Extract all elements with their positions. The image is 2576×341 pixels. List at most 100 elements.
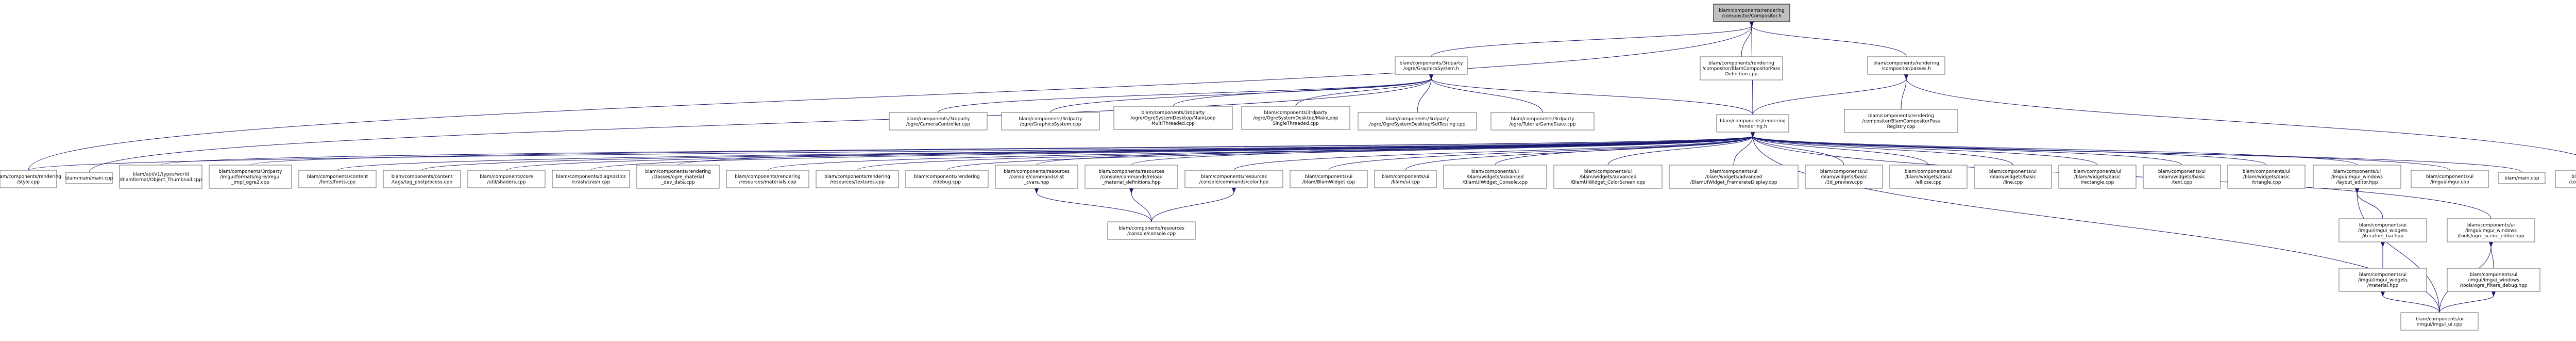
node-camctl[interactable]: blam/components/3rdparty/ogre/CameraCont… [889, 112, 988, 131]
node-box [1084, 165, 1178, 189]
node-shaders[interactable]: blam/components/core/util/shaders.cpp [467, 170, 546, 188]
node-label: /compositor/passes/image.cpp [2569, 180, 2576, 185]
node-sdlmain[interactable]: blam/components/3rdparty/ogre/OgreSystem… [1113, 106, 1233, 130]
node-adv1[interactable]: blam/components/ui/blam/widgets/advanced… [1443, 165, 1547, 189]
node-ellipse[interactable]: blam/components/ui/blam/widgets/basic/el… [1889, 165, 1968, 189]
node-label: /line.cpp [2003, 180, 2023, 185]
node-widget[interactable]: blam/components/ui/blam/BlamWidget.cpp [1290, 170, 1368, 188]
edge-imguiwin3-imguiwin5 [2491, 246, 2494, 269]
node-label: /triangle.cpp [2252, 180, 2281, 185]
edge-rendering-rect [1753, 136, 2098, 166]
node-label: blam/components/3rdparty [1264, 110, 1328, 116]
node-uiframe[interactable]: blam/components/ui/blam/ui.cpp [1374, 170, 1437, 188]
node-postproc[interactable]: blam/components/content/tags/tag_postpro… [383, 170, 461, 188]
node-box [1107, 221, 1196, 240]
node-material[interactable]: blam/components/rendering/classes/ogre_m… [636, 165, 720, 189]
node-adv3[interactable]: blam/components/ui/blam/widgets/advanced… [1669, 165, 1799, 189]
node-restex[interactable]: blam/components/rendering/resources/text… [816, 170, 899, 188]
node-label: Registry.cpp [1887, 124, 1916, 129]
node-imguiwin1[interactable]: blam/components/ui/imgui/imgui_windows/l… [2313, 165, 2401, 189]
node-label: blam/components/3rdparty [1019, 117, 1083, 122]
node-box [1553, 165, 1663, 189]
node-box [2313, 165, 2401, 189]
node-conscmdlist[interactable]: blam/components/resources/console/comman… [995, 165, 1078, 189]
node-content[interactable]: blam/components/content/fonts/fonts.cpp [298, 170, 377, 188]
node-imguiwin5[interactable]: blam/components/ui/imgui/imgui_windows/t… [2447, 268, 2540, 292]
edge-conscmdcol-conscpp [1151, 192, 1234, 222]
node-tri[interactable]: blam/components/ui/blam/widgets/basic/tr… [2227, 165, 2306, 189]
node-label: blam/components/ui [2333, 169, 2381, 174]
node-registry[interactable]: blam/components/rendering/compositor/Bla… [1844, 109, 1958, 133]
node-label: /blam/widgets/basic [1905, 175, 1952, 180]
node-box [209, 165, 292, 189]
node-sdlsingle[interactable]: blam/components/3rdparty/ogre/OgreSystem… [1241, 106, 1350, 130]
node-box [1290, 170, 1368, 188]
node-conscmdcol[interactable]: blam/components/resources/console/comman… [1184, 170, 1283, 188]
node-label: /tools/ogre_filters_debug.hpp [2460, 283, 2527, 288]
node-label: /imgui/imgui_windows [2465, 229, 2517, 234]
node-line[interactable]: blam/components/ui/blam/widgets/basic/li… [1974, 165, 2052, 189]
node-box [2143, 165, 2221, 189]
node-text[interactable]: blam/components/ui/blam/widgets/basic/te… [2143, 165, 2221, 189]
node-label: /rectangle.cpp [2081, 180, 2114, 185]
edge-rendering-imguiogre [250, 136, 1753, 166]
node-passh[interactable]: blam/components/rendering/compositor/pas… [1867, 56, 1945, 75]
node-cstyle[interactable]: blam/components/rendering/style.cpp [0, 170, 61, 188]
node-label: blam/components/3rdparty [1511, 117, 1575, 122]
node-label: blam/components/content [307, 174, 368, 180]
edge-gfxsys-gfxsyscpp [1050, 78, 1431, 113]
edge-root-passdef [1741, 26, 1752, 57]
node-box [1805, 165, 1883, 189]
node-conscpp[interactable]: blam/components/resources/console/consol… [1107, 221, 1196, 240]
node-pimg[interactable]: blam/components/rendering/compositor/pas… [2555, 170, 2576, 188]
node-label: /resources/materials.cpp [739, 180, 796, 185]
node-box [298, 170, 377, 188]
node-label: blam/components/rendering [0, 174, 61, 180]
node-root[interactable]: blam/components/rendering/compositor/Com… [1713, 4, 1790, 22]
edges [28, 26, 2576, 313]
node-label: /rdebug.cpp [933, 180, 961, 185]
node-imguiwin2[interactable]: blam/components/ui/imgui/imgui_widgets/i… [2338, 218, 2427, 242]
node-mainog[interactable]: blam/main.cpp [2498, 172, 2546, 184]
node-crash[interactable]: blam/components/diagnostics/crash/crash.… [552, 170, 630, 188]
node-imguiui[interactable]: blam/components/ui/imgui/imgui_ui.cpp [2400, 312, 2479, 331]
node-rect[interactable]: blam/components/ui/blam/widgets/basic/re… [2058, 165, 2137, 189]
node-box [2447, 268, 2540, 292]
node-label: /tags/tag_postprocess.cpp [392, 180, 452, 185]
node-box [726, 170, 809, 188]
node-label: /blam/BlamWidget.cpp [1302, 180, 1355, 185]
node-rdebug[interactable]: blam/components/rendering/rdebug.cpp [905, 170, 989, 188]
node-label: blam/components/rendering [1708, 61, 1774, 66]
node-box [1184, 170, 1283, 188]
node-label: /imgui/imgui_windows [2468, 278, 2519, 283]
node-tutorial[interactable]: blam/components/3rdparty/ogre/TutorialGa… [1490, 112, 1595, 131]
node-box [1716, 114, 1789, 133]
node-label: /blam/widgets/basic [1990, 175, 2036, 180]
node-label: blam/components/ui [1584, 169, 1632, 174]
node-adv2[interactable]: blam/components/ui/blam/widgets/advanced… [1553, 165, 1663, 189]
node-imguiwin4[interactable]: blam/components/ui/imgui/imgui_widgets/m… [2338, 268, 2427, 292]
node-label: /imgui/formats/ogre/imgui [220, 175, 280, 180]
node-gfxsyscpp[interactable]: blam/components/3rdparty/ogre/GraphicsSy… [1001, 112, 1100, 131]
edge-rendering-conscmdrel [1131, 136, 1753, 166]
node-passdef[interactable]: blam/components/rendering/compositor/Bla… [1700, 56, 1783, 80]
node-imguiogrecpp[interactable]: blam/components/ui/imgui/imgui.cpp [2411, 170, 2489, 188]
node-rendering[interactable]: blam/components/rendering/rendering.h [1716, 114, 1789, 133]
node-ui3d[interactable]: blam/components/ui/blam/widgets/basic/3d… [1805, 165, 1883, 189]
node-blammain[interactable]: blam/main/main.cpp [65, 172, 113, 184]
node-box [2498, 172, 2546, 184]
edge-gfxsys-rendering [1431, 78, 1753, 115]
node-resmat[interactable]: blam/components/rendering/resources/mate… [726, 170, 809, 188]
node-label: blam/components/ui [2158, 169, 2206, 174]
node-conscmdrel[interactable]: blam/components/resources/console/comman… [1084, 165, 1178, 189]
node-fmtwiki[interactable]: blam/api/v1/types/world/Blamformat/Objec… [119, 165, 202, 189]
node-label: blam/components/rendering [1868, 113, 1934, 119]
node-label: blam/components/ui [1305, 174, 1352, 180]
node-imguiwin3[interactable]: blam/components/ui/imgui/imgui_windows/t… [2447, 218, 2535, 242]
node-sdltest[interactable]: blam/components/3rdparty/ogre/OgreSystem… [1358, 112, 1477, 131]
edge-passh-pimg [1906, 78, 2576, 155]
node-label: blam/components/rendering [1873, 61, 1939, 66]
node-label: blam/main.cpp [2504, 176, 2539, 181]
node-imguiogre[interactable]: blam/components/3rdparty/imgui/formats/o… [209, 165, 292, 189]
node-gfxsys[interactable]: blam/components/3rdparty/ogre/GraphicsSy… [1395, 56, 1468, 75]
